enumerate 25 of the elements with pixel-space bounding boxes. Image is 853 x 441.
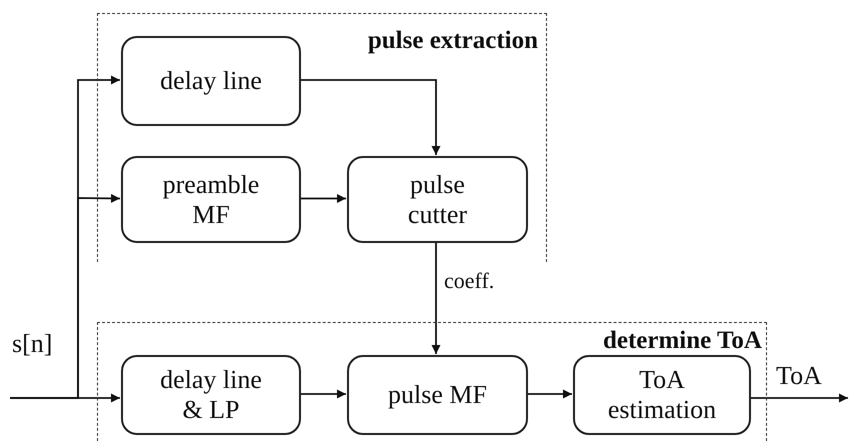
group-title: determine ToA [602,328,762,353]
block-label: ToA estimation [606,365,718,425]
arrow [527,390,572,398]
block-label: pulse MF [388,380,487,410]
block-label: delay line & LP [159,365,263,425]
process-box [347,156,528,243]
arrow [300,194,346,203]
process-box [121,156,301,243]
arrow [432,242,440,354]
block-label: delay line [160,66,262,96]
block-label: preamble MF [162,170,260,230]
arrow [300,79,440,155]
signal-label: s[n] [12,330,52,359]
process-box [121,36,301,126]
dashed-group-frame [97,13,547,262]
arrow [750,394,848,402]
signal-label: ToA [776,362,822,391]
dashed-group-frame [97,322,767,441]
process-box [347,355,528,435]
block-label: pulse cutter [406,170,468,230]
process-box [121,355,301,435]
arrow [300,390,346,398]
process-box [573,355,751,435]
arrow [10,394,120,402]
group-title: pulse extraction [368,28,538,53]
